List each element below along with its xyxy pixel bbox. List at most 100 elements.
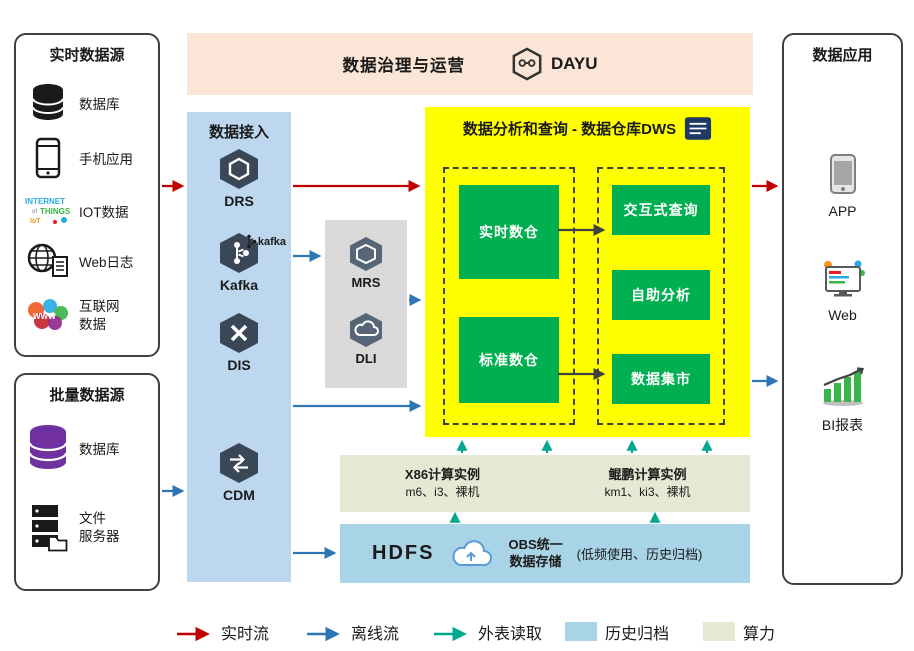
drs-hexagon-icon [220, 149, 258, 189]
interactive-query-box: 交互式查询 [612, 185, 710, 235]
applications-panel: 数据应用 APP Web [782, 33, 903, 585]
database-icon [24, 83, 72, 123]
source-item-label: 数据库 [79, 97, 120, 112]
legend-offline-arrow [307, 627, 340, 641]
x86-compute-title: X86计算实例 [404, 467, 481, 482]
app-item-label: Web [828, 307, 857, 323]
source-item-label: Web日志 [79, 255, 134, 270]
dayu-logo: DAYU [511, 47, 598, 81]
svg-text:of: of [32, 209, 37, 215]
governance-banner: 数据治理与运营 DAYU [187, 33, 753, 95]
source-item-mobile-app: 手机应用 [24, 135, 156, 181]
dli-hexagon-icon [350, 313, 382, 347]
service-label: Kafka [219, 277, 259, 293]
source-item-internet-data: WWW 互联网 数据 [24, 289, 156, 343]
source-item-database: 数据库 [24, 81, 156, 125]
source-item-label: 互联网 数据 [79, 299, 120, 332]
kafka-wordmark: kafka [246, 234, 286, 249]
batch-sources-title: 批量数据源 [49, 387, 125, 404]
legend-compute-swatch [703, 622, 735, 641]
data-ingestion-panel: 数据接入 DRS Kafka [187, 112, 291, 582]
standard-dw-label: 标准数仓 [479, 352, 539, 368]
legend-offline-label: 离线流 [351, 626, 400, 643]
service-label: DIS [227, 357, 251, 373]
legend-history-archive-label: 历史归档 [605, 626, 670, 643]
hdfs-label: HDFS [372, 542, 435, 564]
smartphone-icon [829, 154, 856, 194]
source-item-label: 文件 服务器 [79, 511, 120, 544]
standard-dw-box: 标准数仓 [459, 317, 559, 403]
compute-panel: X86计算实例 m6、i3、裸机 鲲鹏计算实例 km1、ki3、裸机 [340, 455, 750, 512]
data-mart-label: 数据集市 [631, 371, 691, 387]
service-dis: DIS [187, 312, 291, 373]
source-item-web-log: Web日志 [24, 239, 156, 283]
service-mrs: MRS [325, 236, 407, 290]
applications-title: 数据应用 [812, 47, 873, 64]
x86-compute-subtitle: m6、i3、裸机 [405, 485, 480, 500]
bi-chart-icon [822, 367, 864, 406]
obs-cloud-icon [452, 539, 493, 566]
svg-text:INTERNET: INTERNET [25, 197, 65, 206]
governance-title: 数据治理与运营 [342, 57, 465, 75]
source-item-label: 数据库 [79, 442, 120, 457]
interactive-query-label: 交互式查询 [623, 202, 699, 218]
service-drs: DRS [187, 148, 291, 209]
kunpeng-compute-cell: 鲲鹏计算实例 km1、ki3、裸机 [545, 455, 750, 512]
app-item-app: APP [784, 153, 901, 219]
dws-title-row: 数据分析和查询 - 数据仓库DWS [425, 116, 750, 141]
source-item-label: 手机应用 [79, 152, 133, 167]
realtime-dw-box: 实时数仓 [459, 185, 559, 279]
iot-wordcloud-icon: INTERNET of THINGS IoT [24, 193, 72, 229]
legend-realtime-arrow [177, 627, 210, 641]
service-label: DLI [355, 351, 377, 366]
storage-panel: HDFS OBS统一 数据存储 (低频使用、历史归档) [340, 524, 750, 583]
source-item-iot-data: INTERNET of THINGS IoT IOT数据 [24, 191, 156, 231]
source-item-label: IOT数据 [79, 205, 129, 220]
legend-compute-label: 算力 [743, 626, 776, 643]
batch-sources-panel: 批量数据源 数据库 [14, 373, 160, 591]
realtime-dw-label: 实时数仓 [479, 224, 539, 240]
dws-title: 数据分析和查询 - 数据仓库DWS [462, 121, 677, 138]
kafka-wordmark-text: kafka [257, 235, 286, 248]
realtime-sources-panel: 实时数据源 数据库 手机应用 [14, 33, 160, 357]
cdm-hexagon-icon [220, 443, 258, 483]
x86-compute-cell: X86计算实例 m6、i3、裸机 [340, 455, 545, 512]
service-label: DRS [224, 193, 254, 209]
svg-text:THINGS: THINGS [40, 207, 71, 216]
realtime-sources-title: 实时数据源 [49, 47, 125, 64]
app-item-web: Web [784, 259, 901, 323]
dws-right-group: 交互式查询 自助分析 数据集市 [597, 167, 725, 425]
purple-database-icon [24, 424, 72, 472]
phone-icon [24, 137, 72, 179]
legend-realtime-label: 实时流 [221, 626, 270, 643]
app-item-label: BI报表 [821, 417, 864, 433]
dayu-logo-text: DAYU [550, 54, 598, 73]
svg-text:WWW: WWW [33, 312, 56, 321]
service-dli: DLI [325, 312, 407, 366]
file-server-icon [24, 503, 72, 553]
service-cdm: CDM [187, 442, 291, 503]
obs-title: OBS统一 数据存储 [508, 536, 563, 569]
kafka-logo-icon [247, 234, 257, 249]
source-item-batch-database: 数据库 [24, 419, 156, 477]
web-monitor-icon [823, 260, 865, 297]
self-service-analysis-box: 自助分析 [612, 270, 710, 320]
kunpeng-compute-title: 鲲鹏计算实例 [608, 467, 687, 482]
service-label: MRS [351, 275, 381, 290]
svg-text:IoT: IoT [30, 218, 41, 225]
dws-panel: 数据分析和查询 - 数据仓库DWS 实时数仓 标准数仓 交互式查询 自助分析 数… [425, 107, 750, 437]
service-kafka: Kafka kafka [187, 232, 291, 293]
service-label: CDM [223, 487, 255, 503]
globe-document-icon [24, 242, 72, 280]
data-mart-box: 数据集市 [612, 354, 710, 404]
source-item-file-server: 文件 服务器 [24, 495, 156, 561]
dayu-hexagon-icon [512, 47, 542, 81]
app-item-bi-report: BI报表 [784, 365, 901, 435]
processing-panel: MRS DLI [325, 220, 407, 388]
dis-hexagon-icon [220, 313, 258, 353]
kunpeng-compute-subtitle: km1、ki3、裸机 [604, 485, 691, 500]
self-service-analysis-label: 自助分析 [631, 287, 691, 303]
obs-note: (低频使用、历史归档) [576, 547, 703, 562]
dws-left-group: 实时数仓 标准数仓 [443, 167, 575, 425]
